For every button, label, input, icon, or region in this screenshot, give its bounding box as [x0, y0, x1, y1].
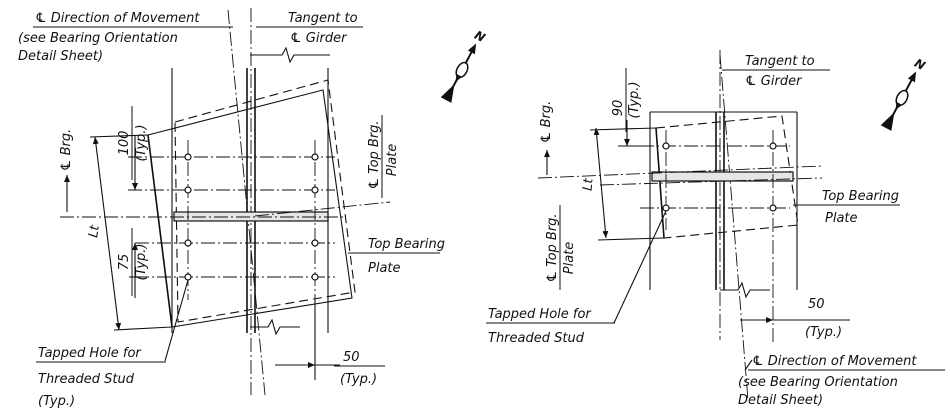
left-dim-50-value: 50: [343, 350, 360, 365]
left-north-label: N: [472, 28, 487, 45]
right-brg-centerline: [537, 165, 823, 179]
right-lt-dim-line: [593, 127, 609, 239]
right-top-plate-centerline: [599, 177, 823, 186]
right-tangent-line1: Tangent to: [745, 54, 815, 69]
left-tangent-line2: ℄ Girder: [290, 31, 348, 46]
right-dom-line1: ℄ Direction of Movement: [752, 354, 917, 369]
right-north-arrow-icon: N: [880, 56, 928, 131]
right-brg-label: ℄ Brg.: [539, 101, 554, 143]
left-dom-line1: ℄ Direction of Movement: [35, 11, 200, 26]
right-break-mark-bottom: [720, 281, 770, 299]
left-tapped-hole: [311, 153, 319, 161]
left-dim-75-value: 75: [117, 254, 132, 271]
left-lt-ext-bottom: [113, 326, 173, 331]
right-lt-ext-bottom: [597, 237, 665, 241]
right-top-brg-plate-label-2: Plate: [562, 242, 577, 275]
right-dim-90-note: (Typ.): [627, 81, 642, 118]
right-lt-ext-top: [589, 127, 657, 131]
left-top-bearing-line1: Top Bearing: [368, 237, 445, 252]
left-tapped-hole: [184, 186, 192, 194]
right-tapped-hole-leader: [613, 210, 667, 324]
left-sole-plate: [174, 79, 356, 323]
right-movement-centerline: [719, 54, 749, 401]
left-tapped-hole: [184, 153, 192, 161]
right-dom-leader: [744, 359, 753, 371]
left-dim-100-note: (Typ.): [134, 124, 149, 161]
left-top-bearing-line2: Plate: [368, 261, 401, 276]
left-tapped-hole: [311, 239, 319, 247]
left-plate-edge: [147, 134, 173, 328]
right-dom-line2: (see Bearing Orientation: [738, 375, 898, 390]
left-dim-50-note: (Typ.): [340, 372, 377, 387]
left-movement-centerline: [227, 9, 266, 396]
left-brg-label: ℄ Brg.: [59, 129, 74, 171]
left-tapped-hole-line1: Tapped Hole for: [38, 346, 142, 361]
right-tapped-hole: [769, 204, 777, 212]
left-tapped-hole-leader: [164, 279, 189, 362]
right-dim-90-value: 90: [611, 100, 626, 117]
left-tapped-hole: [184, 273, 192, 281]
left-dim-100-value: 100: [117, 131, 132, 156]
right-tapped-hole: [769, 142, 777, 150]
right-top-bearing-line2: Plate: [825, 211, 858, 226]
right-dim-50-note: (Typ.): [805, 325, 842, 340]
right-detail: 90 (Typ.) Lt ℄ Brg. ℄ Top Brg. Plate Tan…: [486, 50, 945, 408]
right-top-bearing-line1: Top Bearing: [822, 189, 899, 204]
right-tapped-hole: [662, 142, 670, 150]
right-top-brg-plate-label-1: ℄ Top Brg.: [545, 213, 560, 282]
right-north-label: N: [912, 56, 927, 73]
right-tapped-hole-line1: Tapped Hole for: [488, 307, 592, 322]
right-tangent-line2: ℄ Girder: [745, 74, 803, 89]
left-top-brg-plate-label-1: ℄ Top Brg.: [367, 120, 382, 189]
left-tapped-hole: [311, 186, 319, 194]
right-dom-line3: Detail Sheet): [738, 393, 823, 408]
left-dom-line2: (see Bearing Orientation: [18, 31, 178, 46]
left-tapped-hole: [311, 273, 319, 281]
left-north-arrow-icon: N: [440, 28, 488, 103]
left-top-plate-centerline: [254, 201, 391, 217]
right-tapped-hole-line2: Threaded Stud: [488, 331, 585, 346]
right-tapped-hole: [662, 204, 670, 212]
left-tangent-line1: Tangent to: [288, 11, 358, 26]
left-lt-label: Lt: [86, 223, 103, 238]
left-lt-dim-line: [92, 136, 122, 331]
left-top-brg-plate-label-2: Plate: [385, 144, 400, 177]
left-break-mark-bottom: [250, 318, 300, 336]
left-tapped-hole-line2: Threaded Stud: [38, 372, 135, 387]
left-top-bearing-plate: [147, 89, 353, 328]
left-dom-line3: Detail Sheet): [18, 49, 103, 64]
left-lt-ext-top: [89, 134, 149, 138]
right-lt-label: Lt: [581, 177, 597, 191]
left-detail: 100 (Typ.) 75 (Typ.) Lt ℄ Brg. ℄ Top Brg…: [18, 8, 488, 409]
left-stiffener: [173, 211, 329, 222]
left-tapped-hole-line3: (Typ.): [38, 394, 75, 409]
left-dim-75-note: (Typ.): [134, 243, 149, 280]
right-dim-50-value: 50: [808, 297, 825, 312]
left-break-mark-top: [250, 46, 330, 64]
left-tapped-hole: [184, 239, 192, 247]
